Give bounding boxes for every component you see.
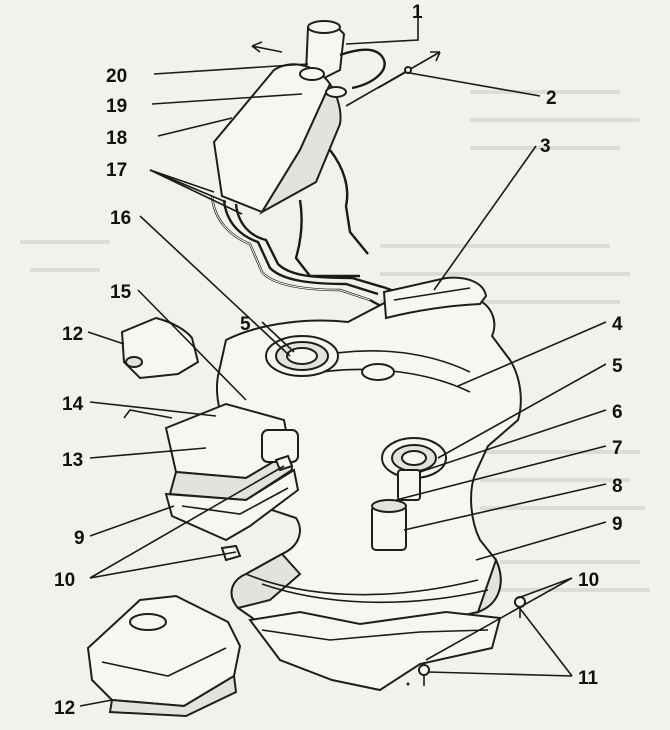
mounting-bracket-left <box>220 454 294 562</box>
leader-lines <box>79 12 607 707</box>
callout-9-right: 9 <box>612 514 623 535</box>
callout-6: 6 <box>612 402 623 423</box>
tank-protection-plate <box>248 610 502 692</box>
callout-18: 18 <box>106 128 127 149</box>
callout-14: 14 <box>62 394 84 415</box>
callout-11: 11 <box>578 668 599 689</box>
fuel-pump <box>371 469 421 551</box>
callout-20: 20 <box>106 66 127 87</box>
callout-7: 7 <box>612 438 623 459</box>
callout-5-left: 5 <box>240 314 251 335</box>
callout-3: 3 <box>540 136 551 157</box>
heat-shield-left <box>164 468 300 542</box>
fuel-pump-flange-left <box>265 335 339 377</box>
rear-heat-shield <box>382 276 488 320</box>
callout-labels: 1 2 3 4 5 5 6 7 8 9 9 10 10 11 12 12 13 … <box>54 2 623 719</box>
bleed-through-background <box>20 90 650 592</box>
callout-1: 1 <box>412 2 423 23</box>
callout-9-left: 9 <box>74 528 85 549</box>
callout-19: 19 <box>106 96 127 117</box>
filler-neck <box>304 20 386 90</box>
callout-12-lower: 12 <box>54 698 75 719</box>
callout-10-left: 10 <box>54 570 75 591</box>
callout-16: 16 <box>110 208 131 229</box>
callout-10-right: 10 <box>578 570 599 591</box>
callout-5-right: 5 <box>612 356 623 377</box>
cover-12-lower <box>86 594 242 718</box>
callout-2: 2 <box>546 88 557 109</box>
cover-12-upper <box>120 316 200 380</box>
callout-17: 17 <box>106 160 127 181</box>
callout-4: 4 <box>612 314 623 335</box>
callout-13: 13 <box>62 450 83 471</box>
evaporative-canister <box>212 63 347 215</box>
callout-8: 8 <box>612 476 623 497</box>
callout-15: 15 <box>110 282 132 303</box>
callout-12-upper: 12 <box>62 324 83 345</box>
stray-dot <box>406 682 410 686</box>
